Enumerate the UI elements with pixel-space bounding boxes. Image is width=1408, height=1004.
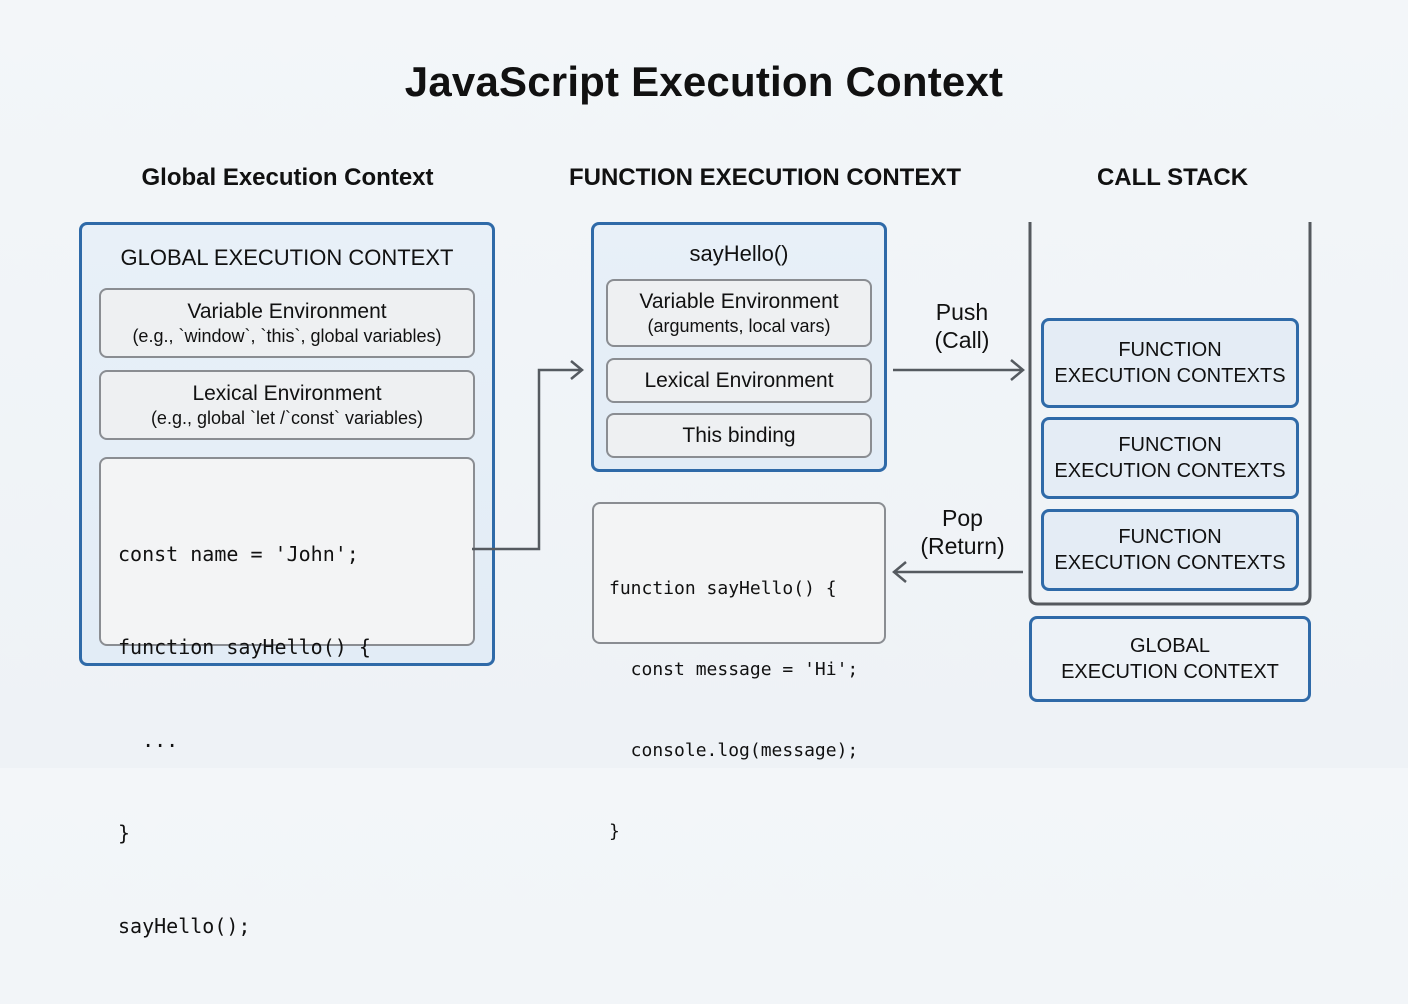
- function-lexical-environment: Lexical Environment: [606, 358, 872, 403]
- call-stack-global-base: GLOBAL EXECUTION CONTEXT: [1029, 616, 1311, 702]
- connector-lines: [472, 222, 1312, 606]
- push-label: Push (Call): [912, 298, 1012, 354]
- push-arrowhead: [1010, 359, 1025, 381]
- code-line: }: [609, 821, 620, 842]
- pop-label: Pop (Return): [905, 504, 1020, 560]
- code-line: function sayHello() {: [118, 635, 371, 659]
- diagram-title: JavaScript Execution Context: [404, 58, 1004, 105]
- function-context-title: sayHello(): [689, 241, 789, 266]
- global-column-heading: Global Execution Context: [141, 164, 434, 191]
- global-context-title: GLOBAL EXECUTION CONTEXT: [120, 245, 454, 270]
- global-lexical-environment: Lexical Environment (e.g., global `let /…: [99, 370, 475, 440]
- push-label-line2: (Call): [934, 327, 990, 353]
- call-stack-item: FUNCTION EXECUTION CONTEXTS: [1041, 417, 1299, 499]
- stack-base-line2: EXECUTION CONTEXT: [1061, 661, 1279, 683]
- call-stack-item: FUNCTION EXECUTION CONTEXTS: [1041, 318, 1299, 408]
- stack-base-line1: GLOBAL: [1129, 635, 1211, 657]
- stack-column-heading: CALL STACK: [1096, 164, 1249, 191]
- function-variable-env-label: Variable Environment: [639, 290, 839, 313]
- global-variable-env-detail: (e.g., `window`, `this`, global variable…: [132, 326, 442, 346]
- global-variable-environment: Variable Environment (e.g., `window`, `t…: [99, 288, 475, 358]
- function-variable-env-detail: (arguments, local vars): [647, 316, 831, 336]
- stack-item-line1: FUNCTION: [1118, 434, 1222, 456]
- stack-item-line2: EXECUTION CONTEXTS: [1054, 460, 1286, 482]
- code-line: }: [118, 821, 131, 845]
- stack-item-line1: FUNCTION: [1118, 339, 1222, 361]
- global-lexical-env-label: Lexical Environment: [192, 382, 382, 405]
- stack-item-line2: EXECUTION CONTEXTS: [1054, 552, 1286, 574]
- function-execution-context-panel: sayHello() Variable Environment (argumen…: [591, 222, 887, 472]
- code-line: console.log(message);: [609, 740, 859, 761]
- global-code-block: const name = 'John'; function sayHello()…: [99, 457, 475, 938]
- code-line: ...: [118, 728, 179, 752]
- function-this-binding-label: This binding: [682, 423, 796, 447]
- code-line: sayHello();: [118, 914, 251, 938]
- code-line: const name = 'John';: [118, 542, 359, 566]
- call-stack-item: FUNCTION EXECUTION CONTEXTS: [1041, 509, 1299, 591]
- pop-label-line1: Pop: [942, 505, 983, 531]
- stack-item-line1: FUNCTION: [1118, 526, 1222, 548]
- call-stack-container: [1028, 222, 1312, 606]
- call-connector-arrowhead: [570, 360, 584, 380]
- pop-label-line2: (Return): [920, 533, 1005, 559]
- function-variable-environment: Variable Environment (arguments, local v…: [606, 279, 872, 347]
- code-line: function sayHello() {: [609, 578, 837, 599]
- push-label-line1: Push: [935, 299, 989, 325]
- code-line: const message = 'Hi';: [609, 659, 859, 680]
- global-execution-context-panel: GLOBAL EXECUTION CONTEXT Variable Enviro…: [79, 222, 495, 938]
- global-variable-env-label: Variable Environment: [187, 300, 387, 323]
- global-lexical-env-detail: (e.g., global `let /`const` variables): [150, 408, 424, 428]
- call-connector-arrow: [472, 368, 580, 551]
- function-column-heading: FUNCTION EXECUTION CONTEXT: [568, 164, 961, 191]
- pop-arrowhead: [892, 561, 907, 583]
- function-lexical-env-label: Lexical Environment: [644, 368, 834, 392]
- function-this-binding: This binding: [606, 413, 872, 458]
- function-code-block: function sayHello() { const message = 'H…: [592, 502, 886, 842]
- stack-item-line2: EXECUTION CONTEXTS: [1054, 365, 1286, 387]
